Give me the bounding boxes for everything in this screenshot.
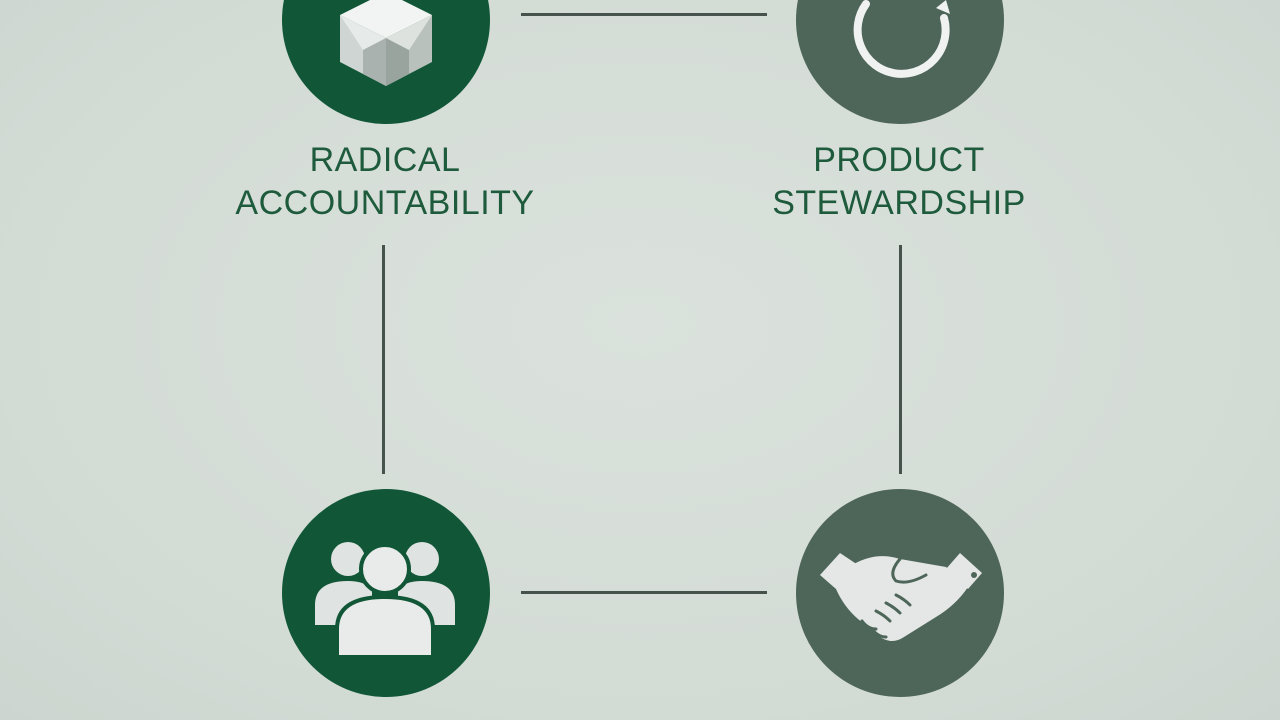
label-line-2: ACCOUNTABILITY — [235, 184, 535, 222]
connector-left — [382, 245, 385, 474]
connector-right — [899, 245, 902, 474]
node-product-stewardship — [796, 0, 1004, 124]
circular-arrow-icon — [796, 0, 1004, 124]
handshake-icon — [796, 489, 1004, 697]
node-community — [282, 489, 490, 697]
node-radical-accountability — [282, 0, 490, 124]
label-line-1: PRODUCT — [813, 141, 985, 179]
label-product-stewardship: PRODUCT STEWARDSHIP — [689, 139, 1109, 225]
label-line-1: RADICAL — [309, 141, 461, 179]
connector-top — [521, 13, 767, 16]
people-group-icon — [282, 489, 490, 697]
cube-icon — [282, 0, 490, 124]
node-partnership — [796, 489, 1004, 697]
label-line-2: STEWARDSHIP — [772, 184, 1026, 222]
label-radical-accountability: RADICAL ACCOUNTABILITY — [175, 139, 595, 225]
connector-bottom — [521, 591, 767, 594]
